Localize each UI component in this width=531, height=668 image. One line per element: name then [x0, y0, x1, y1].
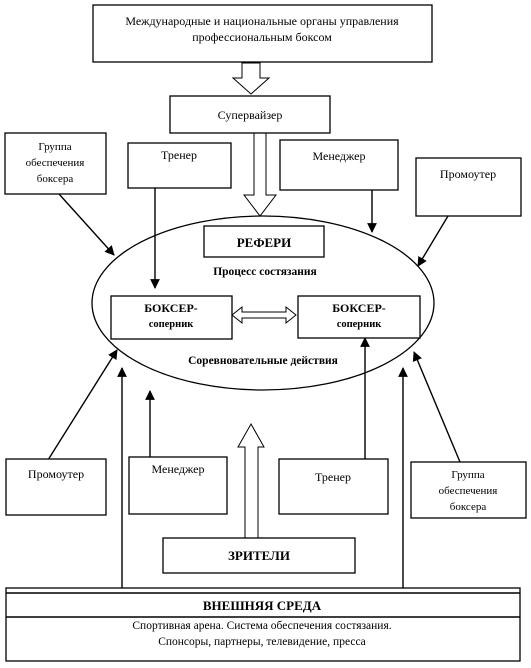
boxer-right-line2: соперник [337, 319, 383, 330]
competition-ellipse [91, 215, 435, 391]
arrow-promoter-bottom [47, 349, 118, 461]
boxer-left-line1: БОКСЕР- [144, 301, 198, 315]
support-group-bottom-node: Группа обеспечения боксера [410, 461, 527, 519]
support-top-line2: обеспечения [26, 157, 85, 169]
arrow-support-bottom [412, 351, 461, 463]
manager-bottom-label: Менеджер [152, 462, 205, 476]
governing-line1: Международные и национальные органы упра… [125, 14, 399, 28]
spectators-node: ЗРИТЕЛИ [162, 537, 356, 574]
promoter-top-label: Промоутер [440, 167, 496, 181]
process-label: Процесс состязания [213, 266, 317, 278]
trainer-bottom-label: Тренер [315, 470, 351, 484]
support-group-top-node: Группа обеспечения боксера [4, 132, 107, 195]
spectators-label: ЗРИТЕЛИ [228, 548, 290, 563]
supervisor-label: Супервайзер [218, 108, 283, 122]
environment-line1: Спортивная арена. Система обеспечения со… [132, 620, 391, 632]
boxer-left-line2: соперник [149, 319, 195, 330]
referee-label: РЕФЕРИ [237, 235, 292, 250]
boxer-right-line1: БОКСЕР- [332, 301, 386, 315]
manager-top-label: Менеджер [313, 149, 366, 163]
manager-bottom-node: Менеджер [128, 456, 228, 515]
support-bottom-line3: боксера [450, 501, 487, 513]
trainer-bottom-node: Тренер [278, 458, 389, 515]
support-bottom-line2: обеспечения [439, 485, 498, 497]
support-bottom-line1: Группа [451, 469, 484, 481]
hollow-arrow-spectators-ellipse [237, 422, 265, 539]
boxers-interaction-arrow [231, 305, 297, 325]
trainer-top-node: Тренер [127, 142, 232, 189]
external-environment-node: ВНЕШНЯЯ СРЕДА Спортивная арена. Система … [5, 587, 521, 662]
supervisor-node: Супервайзер [169, 95, 331, 134]
environment-title: ВНЕШНЯЯ СРЕДА [203, 598, 322, 613]
governing-bodies-node: Международные и национальные органы упра… [92, 4, 433, 63]
arrow-promoter-top [417, 215, 449, 267]
environment-line2: Спонсоры, партнеры, телевидение, пресса [158, 636, 366, 648]
governing-line2: профессиональным боксом [192, 30, 332, 44]
boxer-left-node: БОКСЕР- соперник [110, 295, 233, 340]
promoter-bottom-node: Промоутер [5, 458, 107, 516]
referee-node: РЕФЕРИ [203, 225, 325, 258]
trainer-top-label: Тренер [161, 148, 197, 162]
competitive-actions-label: Соревновательные действия [188, 355, 338, 367]
support-top-line3: боксера [37, 173, 74, 185]
arrow-support-top [58, 193, 115, 256]
support-top-line1: Группа [38, 141, 71, 153]
promoter-top-node: Промоутер [415, 157, 522, 217]
hollow-arrow-governing-supervisor [231, 62, 271, 95]
hollow-arrow-supervisor-ellipse [242, 132, 278, 217]
manager-top-node: Менеджер [279, 139, 399, 191]
boxer-right-node: БОКСЕР- соперник [297, 295, 421, 339]
promoter-bottom-label: Промоутер [28, 467, 84, 481]
